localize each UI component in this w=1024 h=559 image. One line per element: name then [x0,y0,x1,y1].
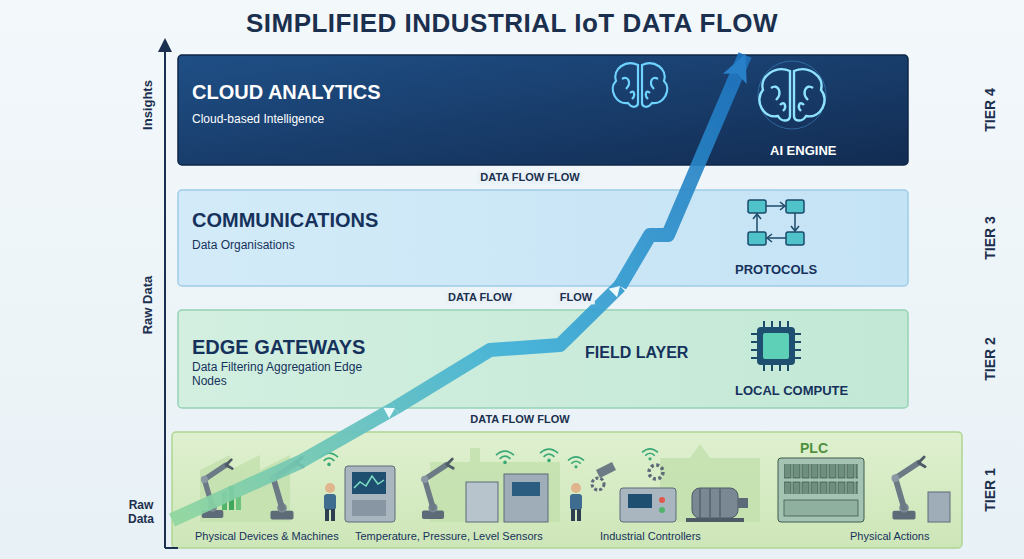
tier-subtitle: Data Organisations [192,238,295,252]
diagram-title: SIMPLIFIED INDUSTRIAL IoT DATA FLOW [0,8,1024,39]
device-tier-band: PLC Physical Devices & Machines Temperatur… [172,432,962,548]
tier-number: TIER 4 [982,88,999,132]
layer-name: FIELD LAYER [585,343,688,362]
icon-caption: AI ENGINE [770,143,836,159]
edge-tier-band: EDGE GATEWAYSData Filtering Aggregation … [178,310,908,408]
device-caption: Physical Actions [850,530,929,543]
tier-heading: EDGE GATEWAYS [192,335,365,359]
band-fill [178,55,908,165]
device-caption: Physical Devices & Machines [195,530,339,543]
tier-number: TIER 1 [982,468,999,512]
icon-caption: PROTOCOLS [735,262,817,278]
flow-arrow [620,55,745,286]
flow-arrow [172,408,395,520]
band-fill [178,310,908,408]
axis-label: Insights [140,80,156,130]
ai-brain-icon [758,61,826,129]
chip-icon [751,321,801,371]
flow-label: DATA FLOW FLOW [467,413,572,426]
icon-caption: LOCAL COMPUTE [735,383,848,399]
tier-heading: CLOUD ANALYTICS [192,80,381,104]
brain-icon [613,63,667,107]
band-fill [178,190,908,286]
device-caption: Temperature, Pressure, Level Sensors [355,530,543,543]
axis-label: Raw Data [124,498,158,527]
axis-label: Raw Data [140,276,156,335]
communications-tier-band: COMMUNICATIONS Data OrganisationsPROTOCOL… [178,190,908,286]
axis [158,38,178,548]
tier-heading: COMMUNICATIONS [192,208,378,232]
flow-label: DATA FLOW [445,291,515,304]
flow-label: FLOW [557,291,595,304]
protocols-icon [748,200,804,245]
device-caption: Industrial Controllers [600,530,701,543]
tier-number: TIER 2 [982,337,999,381]
tier-subtitle: Cloud-based Intelligence [192,112,324,126]
cloud-tier-band: CLOUD ANALYTICS Cloud-based IntelligenceA… [178,55,908,165]
band-fill [172,432,962,548]
flow-label: DATA FLOW FLOW [477,171,582,184]
controller-tag: PLC [800,440,828,457]
tier-number: TIER 3 [982,216,999,260]
tier-subtitle: Data Filtering Aggregation Edge Nodes [192,360,372,389]
